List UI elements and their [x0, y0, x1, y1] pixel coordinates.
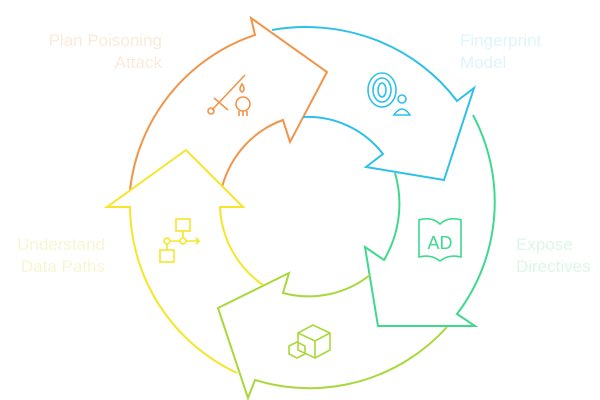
label-expose: Expose Directives	[516, 234, 591, 278]
arrow-data-paths	[103, 148, 264, 374]
label-line: Understand	[17, 235, 105, 254]
label-line: Plan Poisoning	[48, 31, 162, 50]
svg-text:AD: AD	[427, 233, 452, 253]
cubes-icon	[288, 324, 331, 359]
flowchart-icon	[159, 218, 201, 263]
label-line: Fingerprint	[460, 31, 542, 50]
sword-skull-icon	[207, 74, 251, 116]
label-plan-poisoning: Plan Poisoning Attack	[49, 30, 162, 74]
label-data-paths: Understand Data Paths	[17, 234, 105, 278]
fingerprint-user-icon	[367, 72, 412, 116]
label-line: Attack	[114, 53, 162, 72]
label-line: Expose	[516, 235, 573, 254]
arrow-cubes	[216, 271, 448, 400]
label-fingerprint: Fingerprint Model	[460, 30, 541, 74]
label-line: Data Paths	[20, 257, 105, 276]
arrow-fingerprint	[271, 26, 476, 182]
label-line: Model	[460, 53, 507, 72]
arrow-expose	[363, 114, 496, 327]
label-line: Directives	[516, 257, 591, 276]
ad-book-icon: AD	[418, 217, 462, 263]
arrow-plan-poisoning	[129, 15, 329, 191]
